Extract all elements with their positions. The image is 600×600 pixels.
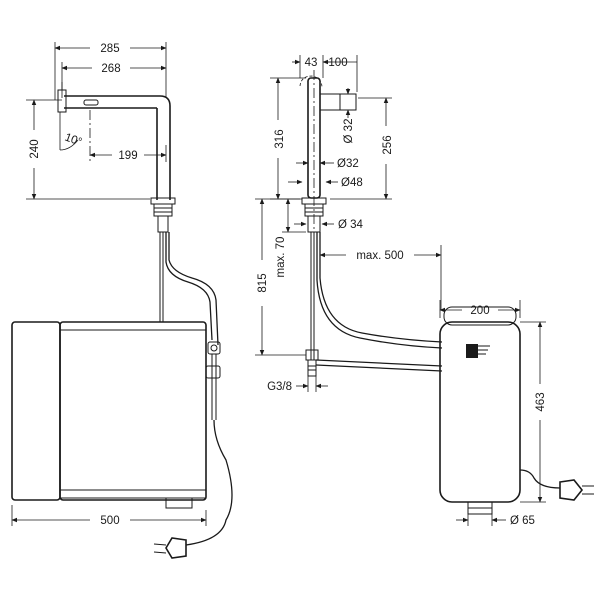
dim-316: 316 — [274, 77, 286, 200]
dim-240: 240 — [29, 99, 41, 200]
dim-316-label: 316 — [274, 129, 286, 148]
dim-240-label: 240 — [29, 139, 41, 158]
front-hoses — [310, 232, 443, 372]
dim-100: 100 — [323, 57, 357, 69]
dim-dia48-label: Ø48 — [341, 177, 363, 189]
side-hoses — [159, 232, 219, 346]
dim-268-label: 268 — [101, 63, 120, 75]
dim-199-label: 199 — [118, 150, 137, 162]
dim-g38: G3/8 — [267, 381, 328, 393]
dim-dia32-label: Ø32 — [337, 158, 359, 170]
dim-200-label: 200 — [470, 305, 489, 317]
dim-256-label: 256 — [382, 135, 394, 154]
side-view: 285 268 10° — [11, 42, 233, 559]
angle-10-label: 10° — [63, 132, 83, 149]
front-view: 43 100 316 — [255, 55, 594, 527]
dim-256: 256 — [382, 97, 394, 200]
dim-815: 815 — [257, 198, 269, 356]
dim-dia32-vertical-label: Ø 32 — [343, 119, 355, 144]
dim-100-label: 100 — [328, 57, 347, 69]
boiler-plug-icon — [559, 479, 594, 501]
dim-dia34-label: Ø 34 — [338, 219, 364, 231]
faucet-body — [150, 108, 176, 233]
dim-199: 199 — [89, 150, 167, 162]
dim-463: 463 — [535, 321, 547, 503]
dim-dia65: Ø 65 — [456, 515, 535, 527]
dim-max70-label: max. 70 — [275, 237, 287, 278]
dim-43-label: 43 — [305, 57, 318, 69]
power-plug-icon — [153, 537, 187, 559]
dim-285: 285 — [54, 43, 167, 55]
dim-500-label: 500 — [100, 515, 119, 527]
dim-max70: max. 70 — [275, 198, 291, 278]
cabinet — [11, 321, 207, 509]
side-connector — [185, 341, 233, 546]
dim-g38-label: G3/8 — [267, 381, 292, 393]
dim-dia32-vertical: Ø 32 — [343, 88, 355, 143]
dim-815-label: 815 — [257, 273, 269, 292]
valve-connector — [305, 349, 319, 377]
dim-dia32: Ø32 — [296, 158, 359, 170]
dim-268: 268 — [61, 63, 167, 75]
dim-max500-label: max. 500 — [356, 250, 403, 262]
boiler-display-icon — [466, 344, 478, 358]
dim-dia65-label: Ø 65 — [510, 515, 535, 527]
dim-285-label: 285 — [100, 43, 119, 55]
dim-max500: max. 500 — [319, 250, 442, 262]
dim-500: 500 — [11, 515, 207, 527]
faucet-spout — [57, 82, 171, 162]
faucet-front — [299, 70, 357, 233]
dim-dia48: Ø48 — [288, 177, 363, 189]
dim-43: 43 — [292, 57, 331, 69]
dim-dia34: Ø 34 — [294, 219, 364, 231]
boiler-unit — [439, 306, 521, 515]
dim-200: 200 — [439, 305, 521, 317]
dim-463-label: 463 — [535, 392, 547, 411]
